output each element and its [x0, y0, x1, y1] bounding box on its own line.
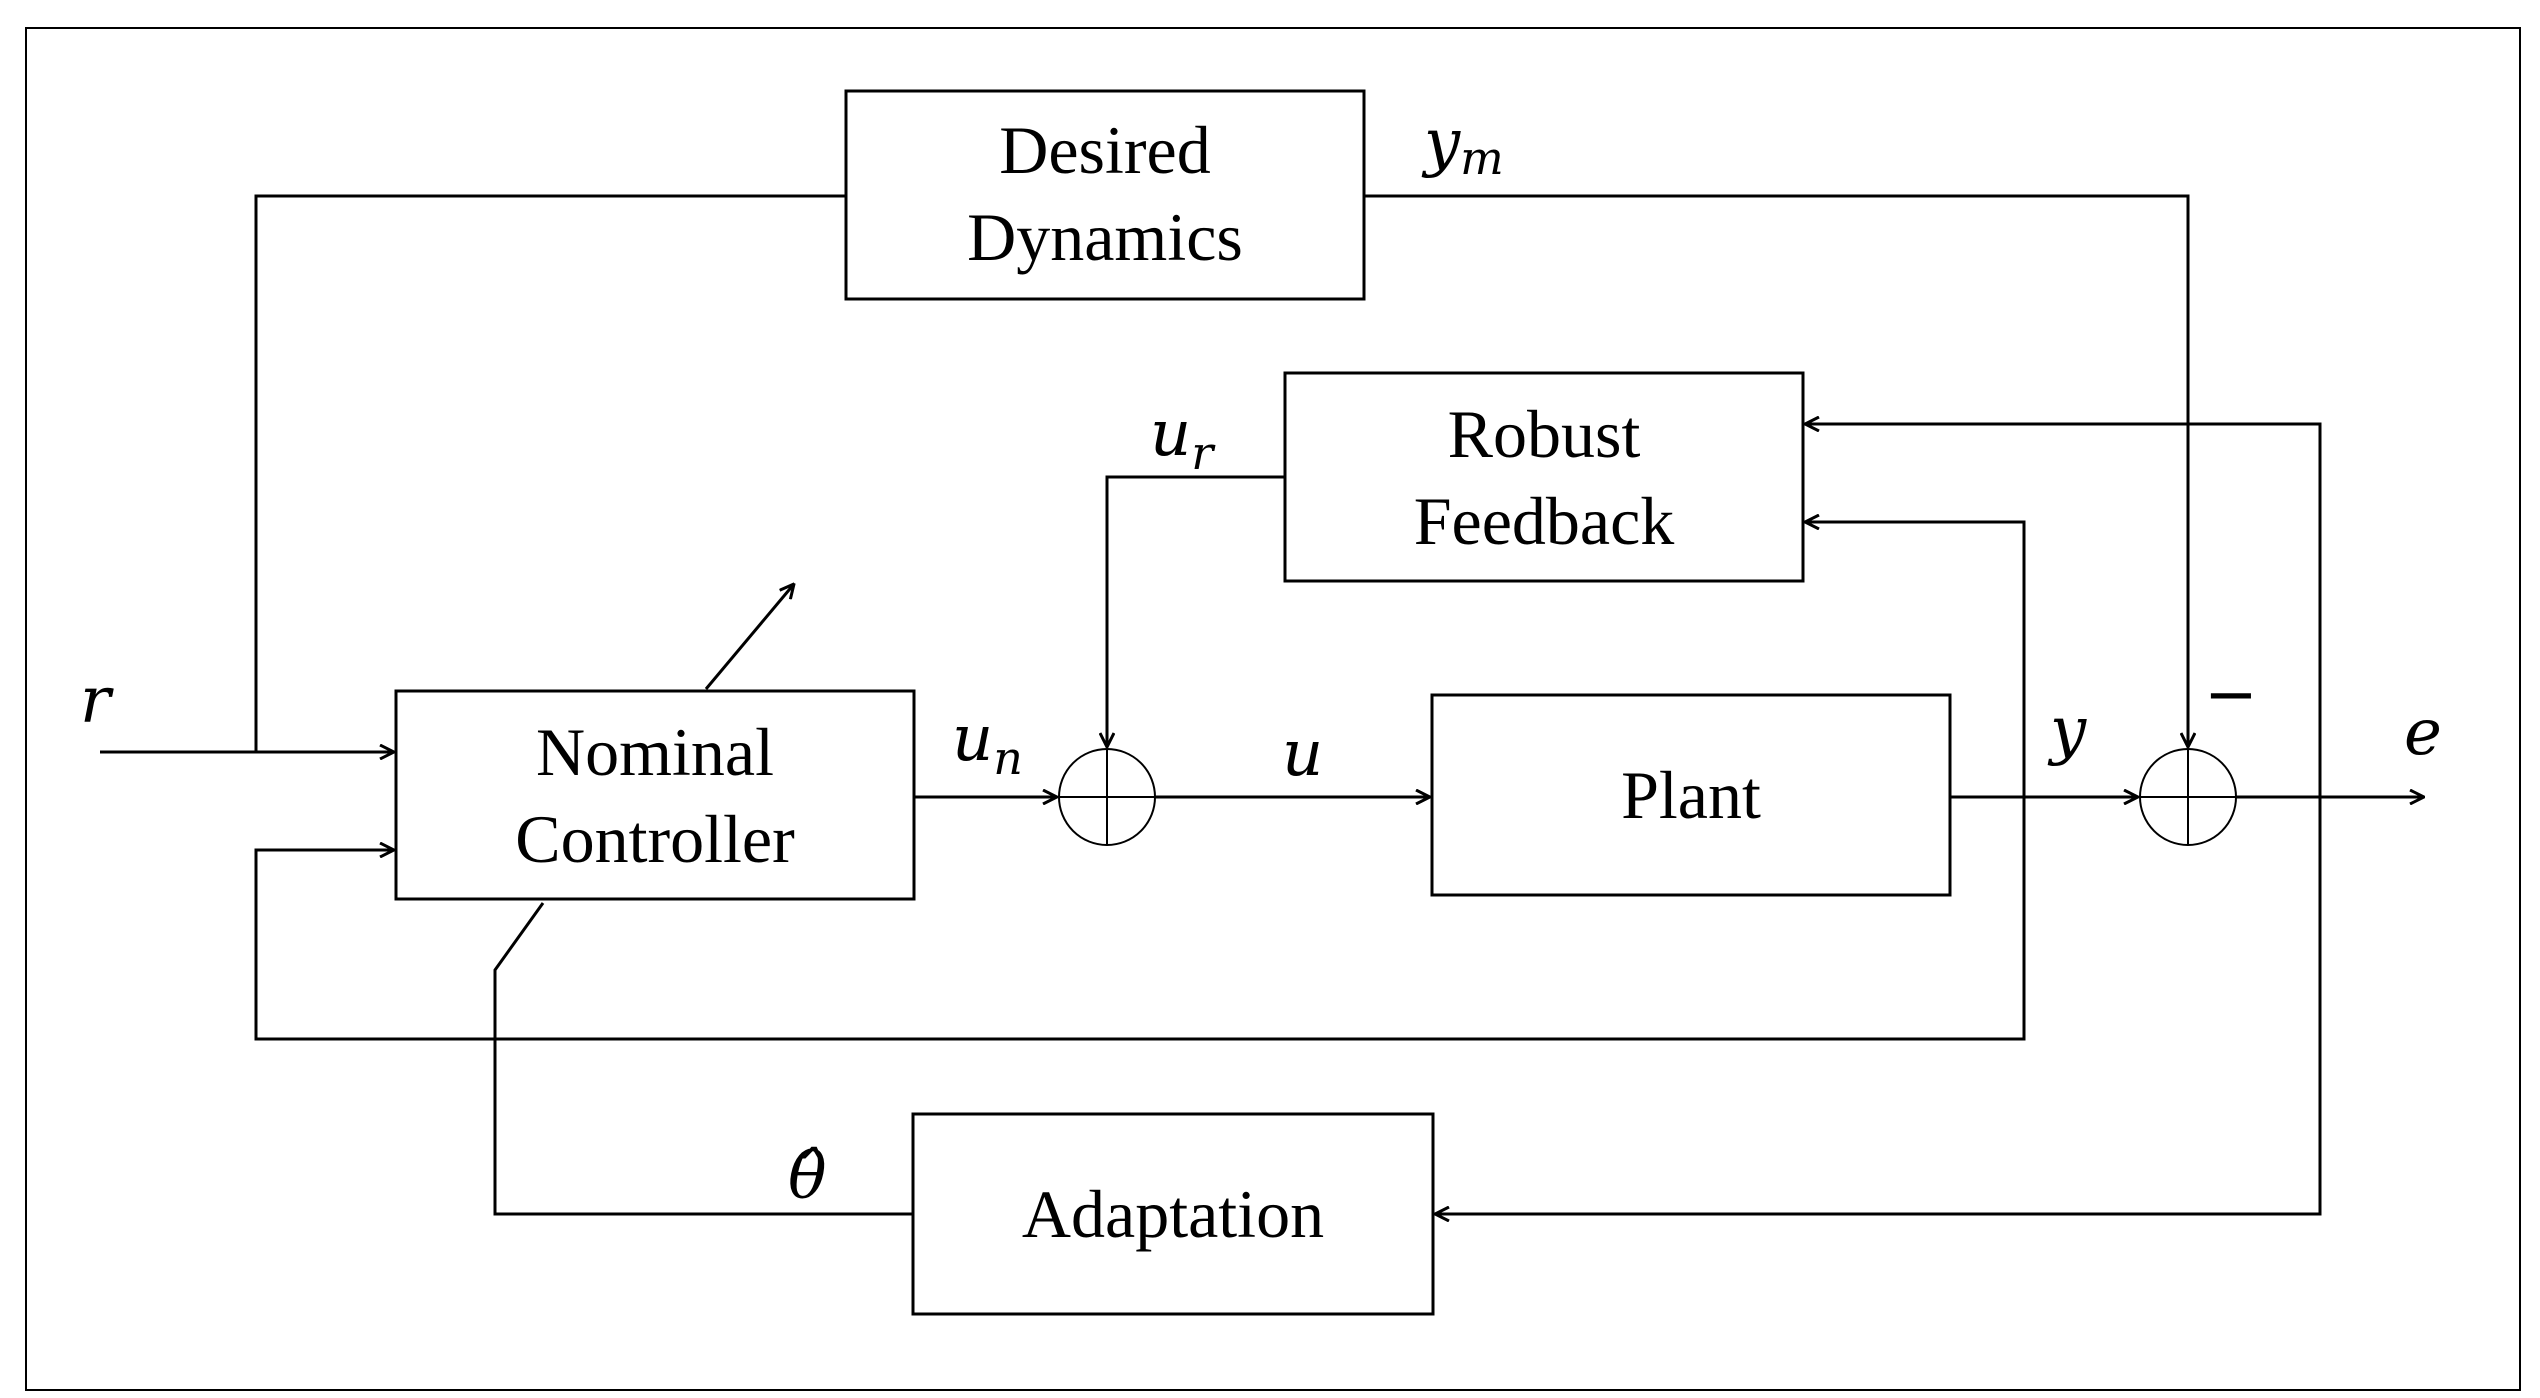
- plant-label: Plant: [1621, 757, 1761, 833]
- robust-feedback-block: Robust Feedback: [1283, 371, 1805, 583]
- signal-y-label: y: [2047, 694, 2087, 768]
- desired-dynamics-block: Desired Dynamics: [844, 89, 1366, 301]
- signal-theta-hat-label: θ̂: [788, 1140, 827, 1214]
- adjustable-parameter-arrow: [704, 584, 794, 690]
- wire-theta-hat: [493, 902, 913, 1216]
- outer-frame: [25, 27, 2521, 1391]
- plant-block: Plant: [1430, 693, 1952, 897]
- signal-e-label: e: [2404, 696, 2442, 770]
- nominal-controller-label-line2: Controller: [515, 801, 795, 877]
- signal-ym-label: ym: [1421, 106, 1504, 185]
- summing-junction-control: [1058, 748, 1156, 846]
- adaptation-label: Adaptation: [1022, 1176, 1324, 1252]
- wire-ur: [1107, 475, 1285, 747]
- desired-dynamics-label-line1: Desired: [999, 112, 1210, 188]
- nominal-controller-label-line1: Nominal: [536, 714, 774, 790]
- minus-sign: −: [2204, 658, 2258, 732]
- robust-feedback-label-line1: Robust: [1448, 396, 1641, 472]
- wire-y-to-robust: [1805, 522, 2026, 797]
- wire-e-to-robust: [1805, 424, 2322, 797]
- wire-ym-to-error-summer: [1364, 194, 2188, 747]
- nominal-controller-block: Nominal Controller: [394, 689, 916, 901]
- signal-u-label: u: [1282, 717, 1323, 791]
- signal-ur-label: ur: [1150, 397, 1216, 480]
- wire-y-to-controller: [254, 797, 2026, 1041]
- wire-r-to-desired-dynamics: [254, 194, 846, 752]
- summing-junction-error: [2139, 748, 2237, 846]
- signal-r-label: r: [80, 664, 114, 738]
- adaptation-block: Adaptation: [911, 1112, 1435, 1316]
- desired-dynamics-label-line2: Dynamics: [967, 199, 1243, 275]
- wire-e-to-adaptation: [1435, 797, 2322, 1214]
- robust-feedback-label-line2: Feedback: [1414, 483, 1675, 559]
- signal-un-label: un: [952, 702, 1023, 785]
